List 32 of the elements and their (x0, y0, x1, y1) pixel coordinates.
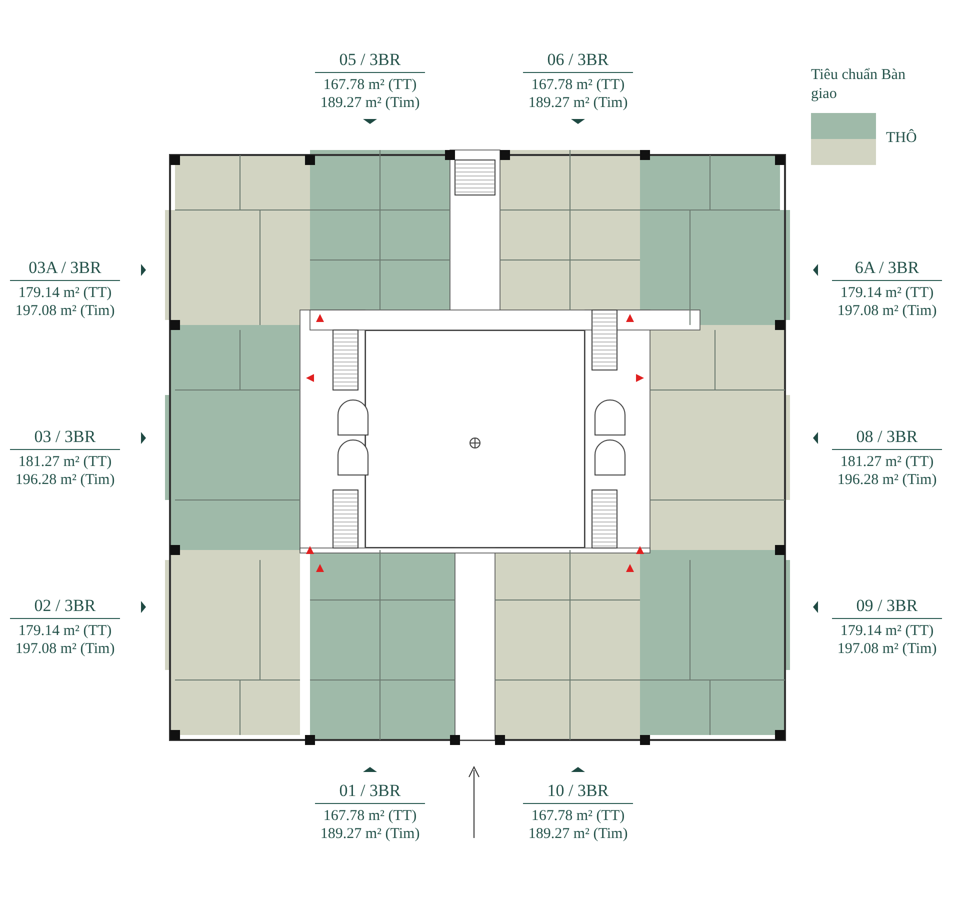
legend-label: THÔ (886, 130, 917, 147)
unit-area: 196.28 m² (Tim) (812, 471, 961, 489)
unit-area: 197.08 m² (Tim) (0, 640, 140, 658)
unit-name: 08 / 3BR (832, 427, 942, 450)
unit-area: 189.27 m² (Tim) (295, 825, 445, 843)
unit-name: 6A / 3BR (832, 258, 942, 281)
unit-name: 06 / 3BR (523, 50, 633, 73)
unit-name: 05 / 3BR (315, 50, 425, 73)
unit-area: 189.27 m² (Tim) (503, 825, 653, 843)
unit-area: 167.78 m² (TT) (295, 76, 445, 94)
unit-name: 02 / 3BR (10, 596, 120, 619)
unit-area: 189.27 m² (Tim) (295, 94, 445, 112)
unit-name: 01 / 3BR (315, 781, 425, 804)
unit-name: 03A / 3BR (10, 258, 120, 281)
legend-title: Tiêu chuẩn Bàn giao (811, 66, 906, 104)
unit-area: 196.28 m² (Tim) (0, 471, 140, 489)
unit-area: 167.78 m² (TT) (295, 807, 445, 825)
unit-area: 179.14 m² (TT) (0, 622, 140, 640)
unit-area: 181.27 m² (TT) (812, 453, 961, 471)
unit-area: 179.14 m² (TT) (0, 284, 140, 302)
unit-area: 197.08 m² (Tim) (812, 640, 961, 658)
unit-name: 10 / 3BR (523, 781, 633, 804)
unit-name: 09 / 3BR (832, 596, 942, 619)
unit-area: 167.78 m² (TT) (503, 807, 653, 825)
unit-area: 197.08 m² (Tim) (812, 302, 961, 320)
unit-area: 181.27 m² (TT) (0, 453, 140, 471)
unit-area: 167.78 m² (TT) (503, 76, 653, 94)
unit-area: 189.27 m² (Tim) (503, 94, 653, 112)
unit-name: 03 / 3BR (10, 427, 120, 450)
unit-area: 179.14 m² (TT) (812, 622, 961, 640)
unit-area: 179.14 m² (TT) (812, 284, 961, 302)
unit-area: 197.08 m² (Tim) (0, 302, 140, 320)
